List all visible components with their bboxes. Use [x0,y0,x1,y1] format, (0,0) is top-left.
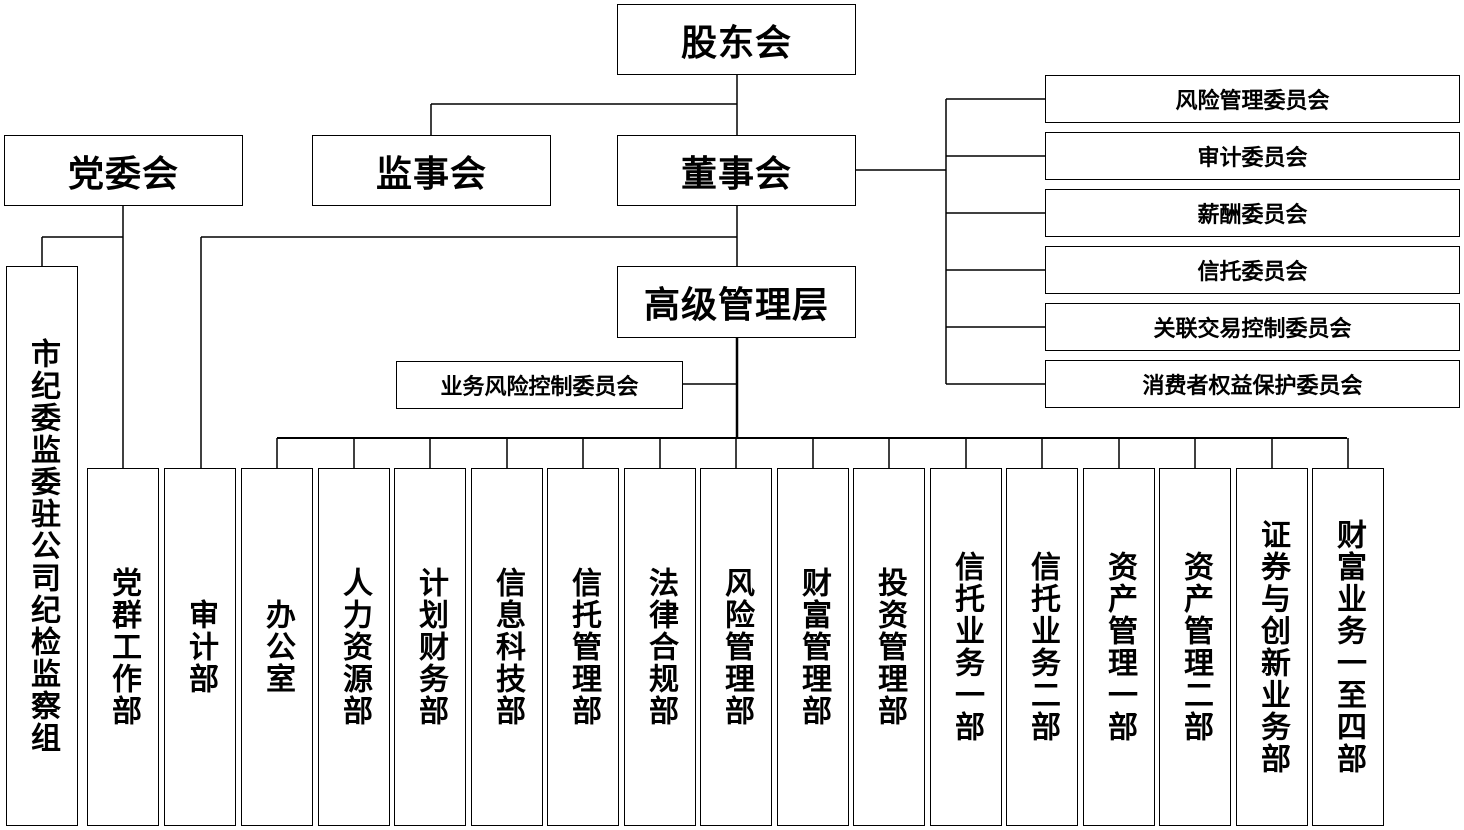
department-label: 信息科技部 [490,567,525,727]
department-label: 资产管理一部 [1102,551,1137,743]
committee-box: 风险管理委员会 [1045,75,1460,123]
department-label: 信托业务二部 [1025,551,1060,743]
department-label: 人力资源部 [337,567,372,727]
department-box: 证券与创新业务部 [1236,468,1308,826]
business-risk-committee-box: 业务风险控制委员会 [396,361,683,409]
committee-label: 关联交易控制委员会 [1153,317,1352,342]
department-label: 计划财务部 [413,567,448,727]
shareholders-label: 股东会 [680,22,792,64]
department-label: 财富管理部 [796,567,831,727]
department-box: 资产管理二部 [1159,468,1231,826]
department-box: 计划财务部 [394,468,466,826]
audit-dept-box: 审计部 [164,468,236,826]
discipline-group-label: 市纪委监委驻公司纪检监察组 [25,338,60,754]
department-box: 财富业务一至四部 [1312,468,1384,826]
party-dept-box: 党群工作部 [87,468,159,826]
department-box: 风险管理部 [700,468,772,826]
department-box: 信息科技部 [471,468,543,826]
department-label: 风险管理部 [719,567,754,727]
committee-box: 审计委员会 [1045,132,1460,180]
party-committee-label: 党委会 [67,153,179,195]
committee-box: 关联交易控制委员会 [1045,303,1460,351]
directors-box: 董事会 [617,135,856,206]
department-box: 信托业务一部 [930,468,1002,826]
party-committee-box: 党委会 [4,135,243,206]
department-box: 信托管理部 [547,468,619,826]
department-box: 信托业务二部 [1006,468,1078,826]
department-box: 法律合规部 [624,468,696,826]
committee-box: 薪酬委员会 [1045,189,1460,237]
department-label: 办公室 [260,599,295,695]
committee-label: 信托委员会 [1197,260,1308,285]
department-box: 人力资源部 [318,468,390,826]
department-label: 信托业务一部 [949,551,984,743]
committee-box: 信托委员会 [1045,246,1460,294]
audit-dept-label: 审计部 [183,599,218,695]
department-label: 财富业务一至四部 [1331,519,1366,775]
management-box: 高级管理层 [617,266,856,338]
department-label: 资产管理二部 [1178,551,1213,743]
committee-label: 薪酬委员会 [1197,203,1308,228]
discipline-group-box: 市纪委监委驻公司纪检监察组 [6,266,78,826]
committee-label: 审计委员会 [1197,146,1308,171]
department-label: 法律合规部 [643,567,678,727]
department-box: 资产管理一部 [1083,468,1155,826]
supervisors-box: 监事会 [312,135,551,206]
supervisors-label: 监事会 [375,153,487,195]
department-label: 投资管理部 [872,567,907,727]
department-label: 证券与创新业务部 [1255,519,1290,775]
party-dept-label: 党群工作部 [106,567,141,727]
department-label: 信托管理部 [566,567,601,727]
department-box: 办公室 [241,468,313,826]
department-box: 财富管理部 [777,468,849,826]
committee-label: 风险管理委员会 [1175,89,1330,114]
management-label: 高级管理层 [643,285,829,326]
business-risk-committee-label: 业务风险控制委员会 [440,375,639,400]
directors-label: 董事会 [680,153,792,195]
committee-label: 消费者权益保护委员会 [1142,374,1363,399]
department-box: 投资管理部 [853,468,925,826]
committee-box: 消费者权益保护委员会 [1045,360,1460,408]
shareholders-box: 股东会 [617,4,856,75]
